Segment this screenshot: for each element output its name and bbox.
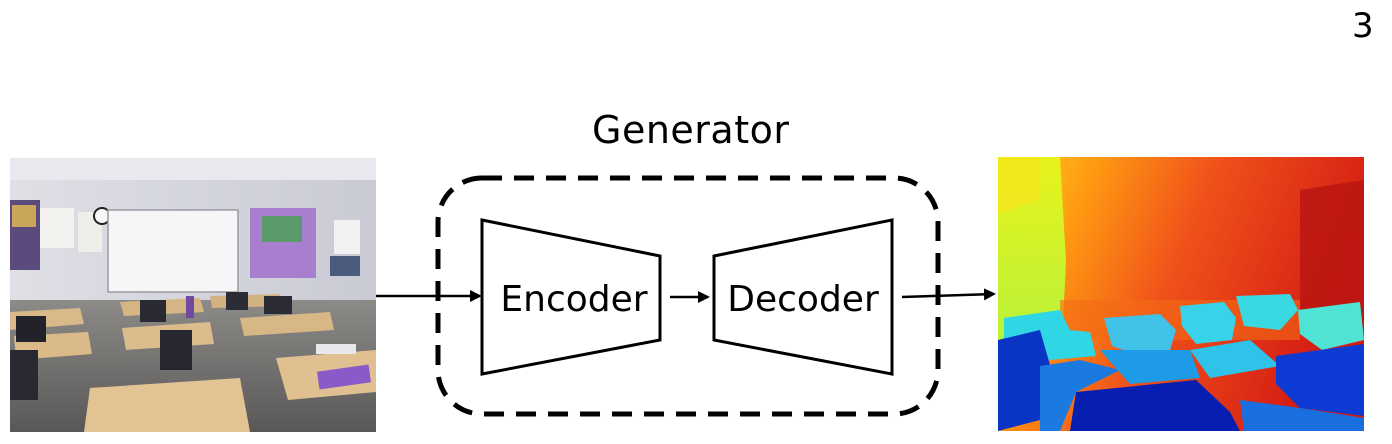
decoder-block [712, 218, 894, 376]
arrow-decoder-to-output [901, 288, 996, 301]
encoder-label: Encoder [500, 279, 647, 320]
decoder-label: Decoder [727, 279, 879, 320]
generator-title: Generator [592, 108, 790, 152]
page-number: 3 [1352, 6, 1374, 46]
output-depth-map-image [998, 157, 1364, 431]
encoder-block [480, 218, 662, 376]
input-classroom-image [10, 158, 376, 432]
